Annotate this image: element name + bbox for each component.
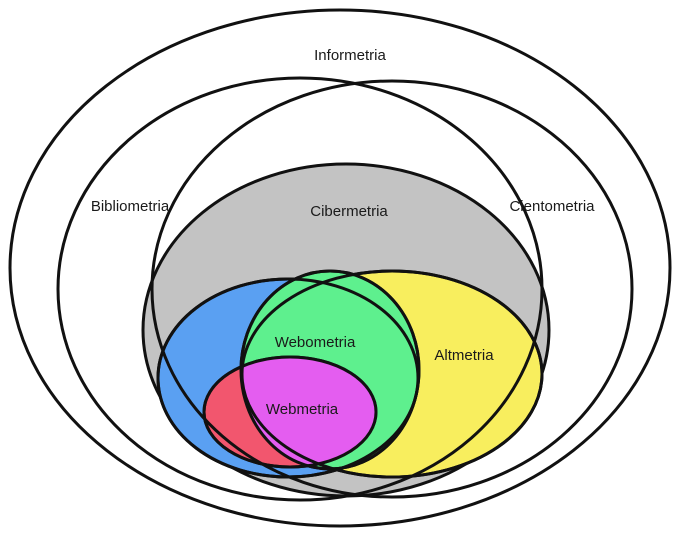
label-webmetria: Webmetria xyxy=(266,401,339,418)
informetria-ellipse xyxy=(8,8,672,528)
bibliometria-ellipse xyxy=(56,76,544,502)
label-cientometria: Cientometria xyxy=(509,198,595,215)
altmetria-outline xyxy=(240,269,544,479)
webmetria-outline xyxy=(202,355,378,469)
label-cibermetria: Cibermetria xyxy=(310,203,388,220)
cientometria-ellipse xyxy=(150,79,634,499)
label-informetria: Informetria xyxy=(314,47,386,64)
label-webometria: Webometria xyxy=(275,334,356,351)
label-altmetria: Altmetria xyxy=(434,347,494,364)
label-bibliometria: Bibliometria xyxy=(91,198,170,215)
